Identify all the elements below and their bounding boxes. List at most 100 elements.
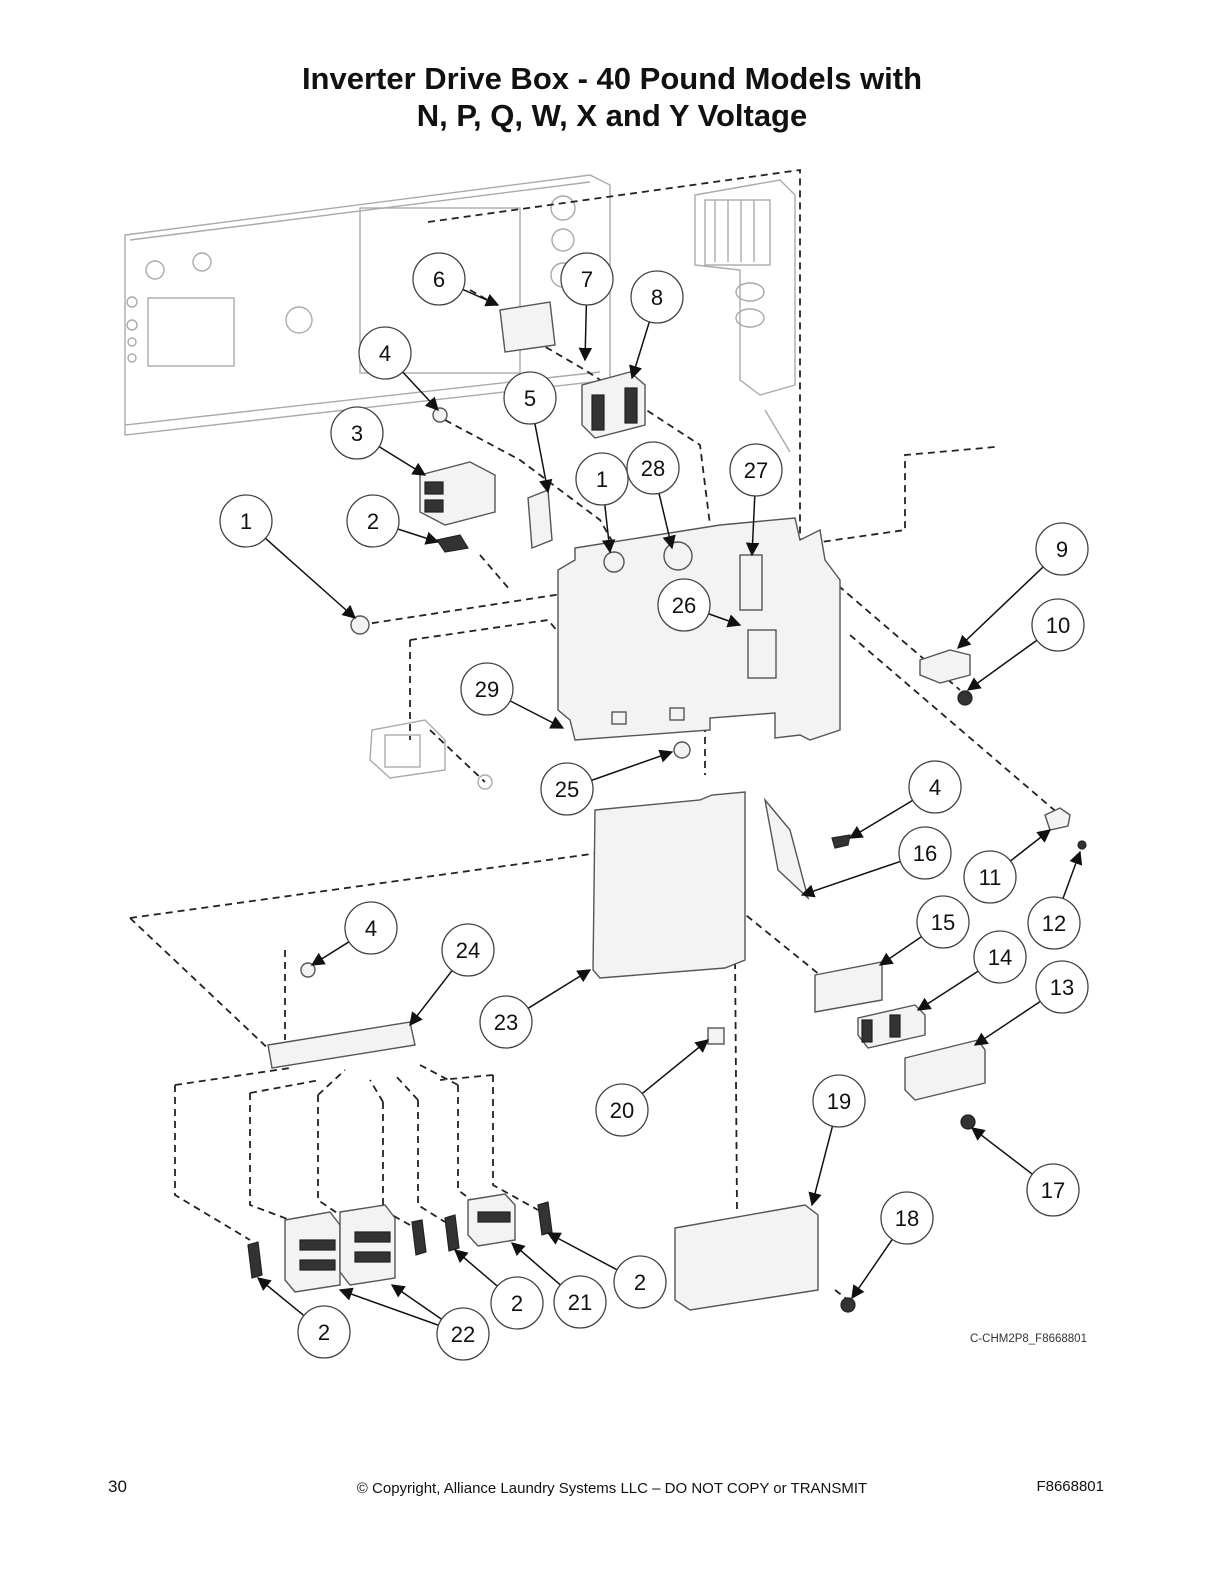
part-label-plate xyxy=(814,961,883,1013)
part-circuit-breaker xyxy=(419,461,496,526)
callout-bubble xyxy=(973,930,1027,984)
callout-bubble xyxy=(1035,522,1089,576)
callout-leader xyxy=(745,495,760,557)
part-grommet-bottom xyxy=(673,741,691,759)
callout-leader xyxy=(1010,829,1052,862)
callout-leader xyxy=(848,799,914,839)
callout-label: 4 xyxy=(929,775,941,800)
callout-leader xyxy=(1062,850,1083,899)
callout-label: 12 xyxy=(1042,911,1066,936)
callout-label: 9 xyxy=(1056,537,1068,562)
callout-label: 26 xyxy=(672,593,696,618)
callout-bubble xyxy=(540,762,594,816)
callout-bubble xyxy=(1035,960,1089,1014)
callout-leader xyxy=(878,936,922,966)
callout-label: 27 xyxy=(744,458,768,483)
callout-leader xyxy=(510,1242,561,1286)
callout-leader xyxy=(534,423,553,494)
part-ground-lug xyxy=(1044,807,1087,850)
callout-leader xyxy=(402,371,439,411)
part-relay-21 xyxy=(467,1193,516,1247)
callout-bubble xyxy=(908,760,962,814)
part-cable-clip xyxy=(707,1027,725,1045)
callout-bubble xyxy=(963,850,1017,904)
callout-leader xyxy=(378,446,427,476)
callout-label: 17 xyxy=(1041,1178,1065,1203)
callout-leader xyxy=(708,613,742,628)
callout-bubble xyxy=(358,326,412,380)
part-filter-board xyxy=(763,797,851,901)
callout-leader xyxy=(591,749,674,782)
callout-bubble xyxy=(412,252,466,306)
callout-leader xyxy=(973,1000,1041,1046)
relay-module-ghost xyxy=(369,719,493,790)
part-mounting-panel xyxy=(592,791,746,979)
callout-label: 7 xyxy=(581,267,593,292)
callout-bubble xyxy=(613,1255,667,1309)
callout-label: 23 xyxy=(494,1010,518,1035)
callout-bubble xyxy=(441,923,495,977)
callout-bubble xyxy=(898,826,952,880)
callout-leader xyxy=(800,860,901,898)
copyright-notice: © Copyright, Alliance Laundry Systems LL… xyxy=(356,1480,868,1497)
callout-label: 6 xyxy=(433,267,445,292)
callout-label: 11 xyxy=(979,865,1002,890)
figure-code: C-CHM2P8_F8668801 xyxy=(970,1333,1087,1345)
callout-leader xyxy=(409,970,453,1027)
callout-bubble xyxy=(503,371,557,425)
callout-label: 22 xyxy=(451,1322,475,1347)
callout-label: 8 xyxy=(651,285,663,310)
part-screw-18 xyxy=(840,1297,856,1313)
callout-leader xyxy=(916,970,979,1011)
part-end-stops-lower xyxy=(247,1201,553,1279)
part-terminal-block xyxy=(581,371,646,439)
document-code: F8668801 xyxy=(1036,1478,1104,1495)
callout-label: 10 xyxy=(1046,613,1070,638)
callout-label: 24 xyxy=(456,938,480,963)
callout-bubble xyxy=(1027,896,1081,950)
callout-bubble xyxy=(297,1305,351,1359)
callout-bubble xyxy=(630,270,684,324)
callout-bubble xyxy=(479,995,533,1049)
callout-label: 13 xyxy=(1050,975,1074,1000)
part-end-stop xyxy=(436,534,469,553)
callout-bubble xyxy=(330,406,384,460)
callout-leader xyxy=(966,639,1038,691)
part-din-rail-short xyxy=(527,488,553,550)
callout-label: 21 xyxy=(568,1290,592,1315)
callout-leader xyxy=(808,1125,834,1207)
callout-leader xyxy=(641,1039,710,1095)
part-main-bracket xyxy=(557,517,841,741)
callout-bubble xyxy=(560,252,614,306)
callout-label: 29 xyxy=(475,677,499,702)
callout-bubble xyxy=(1031,598,1085,652)
callout-leader xyxy=(546,1232,618,1271)
callout-leader xyxy=(658,493,676,550)
title-line-2: N, P, Q, W, X and Y Voltage xyxy=(416,98,808,133)
callout-leader xyxy=(453,1249,498,1287)
callout-leader xyxy=(264,537,357,619)
part-terminal-cover xyxy=(904,1039,986,1130)
callout-leader xyxy=(397,528,440,545)
callout-leader xyxy=(390,1284,443,1320)
callout-leader xyxy=(957,566,1044,649)
title-line-1: Inverter Drive Box - 40 Pound Models wit… xyxy=(301,61,923,96)
callout-bubble xyxy=(1026,1163,1080,1217)
callout-bubble xyxy=(346,494,400,548)
callout-leader xyxy=(601,504,616,554)
callout-label: 3 xyxy=(351,421,363,446)
part-screw-4-lower xyxy=(300,962,316,978)
part-grommet-small xyxy=(432,407,448,423)
callout-label: 18 xyxy=(895,1206,919,1231)
callout-leader xyxy=(310,941,350,966)
callout-label: 2 xyxy=(367,509,379,534)
part-bushing-left xyxy=(350,615,370,635)
callout-bubble xyxy=(460,662,514,716)
callout-leader xyxy=(578,304,593,362)
inverter-drive-ghost xyxy=(694,179,796,453)
callout-label: 4 xyxy=(365,916,377,941)
part-terminal-strip xyxy=(857,1004,926,1049)
callout-leader xyxy=(338,1287,439,1326)
callout-leader xyxy=(629,321,651,380)
